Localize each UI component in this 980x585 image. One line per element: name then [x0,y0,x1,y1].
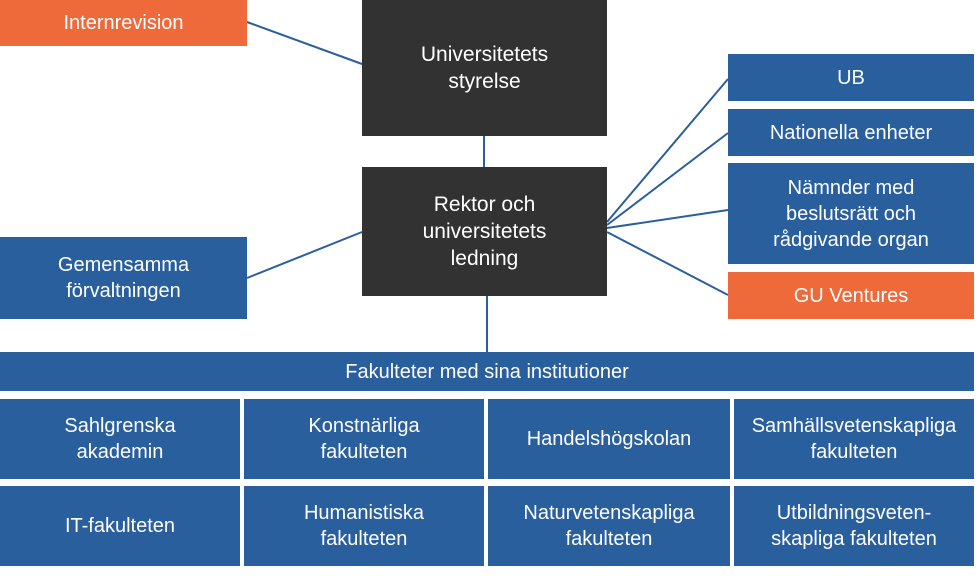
faculty-konstnarliga: Konstnärliga fakulteten [244,399,484,479]
faculty-samhallsvetenskapliga: Samhällsvetenskapliga fakulteten [734,399,974,479]
namnder-box: Nämnder med beslutsrätt och rådgivande o… [728,163,974,264]
connector-rector-namnder [606,209,729,229]
connector-internrevision-board [246,21,363,65]
faculty-sahlgrenska: Sahlgrenska akademin [0,399,240,479]
board-box: Universitetets styrelse [362,0,607,136]
connector-rector-guventures [606,231,729,296]
faculty-handelshogskolan: Handelshögskolan [488,399,730,479]
gu-ventures-box: GU Ventures [728,272,974,319]
connector-rector-ub [606,78,729,223]
ub-box: UB [728,54,974,101]
faculty-utbildningsvetenskapliga: Utbildningsveten- skapliga fakulteten [734,486,974,566]
faculties-header: Fakulteter med sina institutioner [0,352,974,391]
internrevision-box: Internrevision [0,0,247,46]
faculty-it: IT-fakulteten [0,486,240,566]
gemensamma-forvaltningen-box: Gemensamma förvaltningen [0,237,247,319]
faculty-naturvetenskapliga: Naturvetenskapliga fakulteten [488,486,730,566]
connector-rector-nationella [606,132,729,226]
rector-box: Rektor och universitetets ledning [362,167,607,296]
nationella-enheter-box: Nationella enheter [728,109,974,156]
faculty-humanistiska: Humanistiska fakulteten [244,486,484,566]
connector-rector-gemensamma [246,231,363,279]
